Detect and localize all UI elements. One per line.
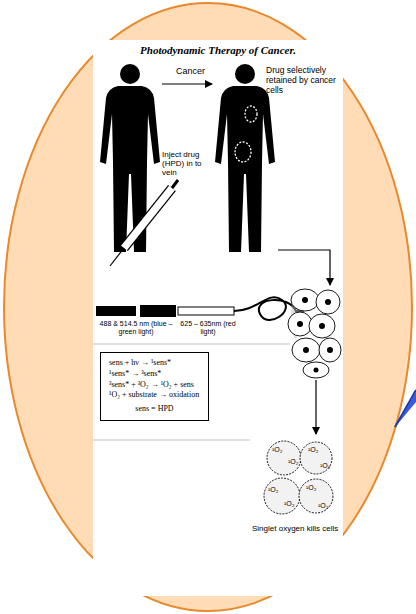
oxygen-label: ¹O₂: [268, 486, 279, 493]
reaction-line: ¹O₂ + substrate → oxidation: [109, 390, 200, 401]
reaction-line: sens = HPD: [109, 404, 200, 415]
fibre-laser: [140, 305, 176, 317]
picture-panel: [93, 40, 343, 596]
arrow: [315, 380, 316, 434]
tumour-outline: [235, 142, 251, 162]
figure-label: 488 & 514.5 nm (blue – green light): [96, 320, 176, 336]
arrow: [162, 83, 212, 84]
reaction-box: sens + hν → ¹sens*¹sens* → ³sens*³sens* …: [100, 352, 209, 421]
reaction-line: ¹sens* → ³sens*: [109, 369, 200, 380]
patient-figure: [100, 64, 160, 252]
frame-ellipse: [4, 3, 412, 611]
tumour-cells: [288, 289, 341, 378]
oxygen-label: ¹O₂: [284, 500, 295, 507]
syringe-barrel: [124, 188, 172, 248]
caption-text: Singlet oxygen kills cells: [252, 524, 338, 533]
figure-label: 625 – 635nm (red light): [178, 320, 238, 336]
oxygen-label: ¹O₂: [306, 484, 317, 491]
oxygen-label: ¹O₂: [288, 458, 299, 465]
oxygen-label: ¹O₂: [318, 502, 329, 509]
reaction-line: sens + hν → ¹sens*: [109, 358, 200, 369]
fibre-laser: [178, 307, 234, 315]
syringe-plunger: [172, 180, 178, 188]
oxygen-label: ¹O₂: [272, 446, 283, 453]
pointer-line: [395, 390, 416, 427]
syringe-needle: [110, 248, 124, 266]
arrow: [278, 250, 330, 285]
divider: [93, 440, 250, 441]
figure-label: Inject drug (HPD) in to vein: [162, 150, 214, 178]
tumour-outline: [245, 106, 257, 122]
cell-cluster: Singlet oxygen kills cells ¹O₂ ¹O₂ ¹O₂ ¹O₂ ¹O…: [248, 438, 342, 542]
syringe-barrel: [124, 188, 172, 248]
divider: [93, 344, 290, 345]
reaction-line: ³sens* + ³O₂ → ¹O₂ + sens: [109, 380, 200, 391]
oxygen-label: ¹O₂: [308, 446, 319, 453]
oxygen-label: ¹O₂: [320, 462, 331, 469]
figure-label: Cancer: [176, 66, 216, 76]
cell-nuclei: [297, 297, 333, 373]
fibre-laser: [96, 306, 136, 316]
figure-label: Drug selectively retained by cancer cell…: [266, 66, 342, 95]
diagram-title: Photodynamic Therapy of Cancer.: [93, 44, 343, 57]
